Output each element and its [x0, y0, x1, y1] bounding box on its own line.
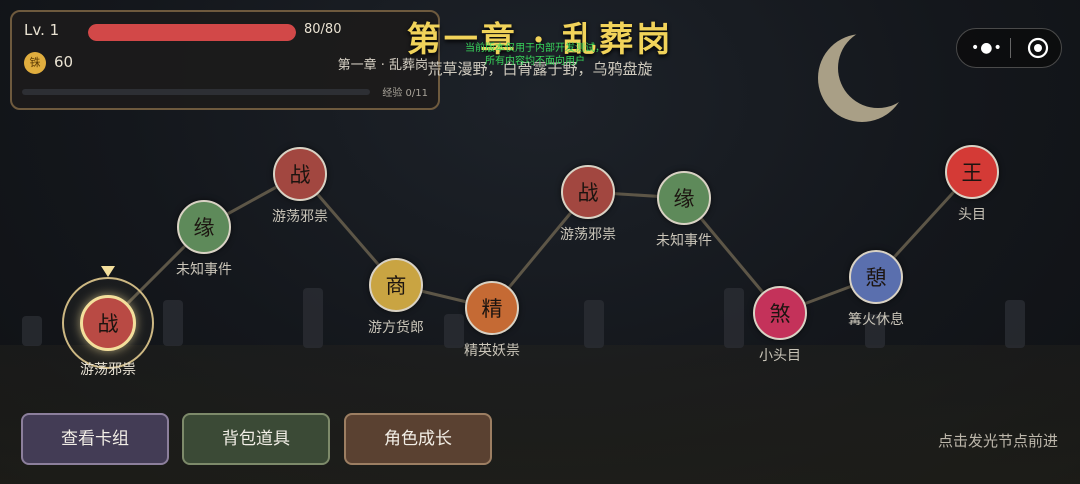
map-node-label: 未知事件	[656, 233, 712, 249]
map-node[interactable]: 战	[80, 295, 136, 351]
view-deck-button[interactable]: 查看卡组	[21, 413, 169, 465]
map-node[interactable]: 商	[369, 258, 423, 312]
map-node[interactable]: 战	[273, 147, 327, 201]
bg-pillar	[724, 288, 744, 348]
more-dots-icon[interactable]: •●•	[971, 40, 1003, 56]
player-status-panel: Lv. 1 80/80 铢 60 第一章 · 乱葬岗 经验 0/11	[10, 10, 440, 110]
current-position-marker	[101, 266, 115, 277]
bg-pillar	[865, 314, 885, 348]
dev-notice-line: 当前版本仅用于内部开发测试，	[465, 43, 605, 54]
bg-pillar	[163, 300, 183, 346]
target-circle-icon[interactable]	[1027, 37, 1049, 59]
hint-text: 点击发光节点前进	[937, 432, 1058, 450]
bg-pillar	[1005, 300, 1025, 348]
capsule-divider	[1010, 38, 1011, 58]
map-node[interactable]: 憩	[849, 250, 903, 304]
map-node[interactable]: 缘	[177, 200, 231, 254]
moon-icon	[818, 34, 906, 122]
map-node-label: 头目	[958, 207, 986, 223]
map-node-label: 篝火休息	[848, 312, 904, 328]
map-node-label: 精英妖祟	[464, 343, 520, 359]
character-growth-button[interactable]: 角色成长	[344, 413, 492, 465]
bg-pillar	[444, 314, 464, 348]
map-node-label: 游荡邪祟	[80, 362, 136, 378]
coin-icon: 铢	[24, 52, 46, 74]
hp-bar-fill	[88, 24, 296, 41]
inventory-button[interactable]: 背包道具	[182, 413, 330, 465]
chapter-title: 第一章 · 乱葬岗	[406, 20, 674, 60]
bg-pillar	[22, 316, 42, 346]
map-node[interactable]: 精	[465, 281, 519, 335]
coin-count: 60	[54, 53, 74, 71]
bg-pillar	[303, 288, 323, 348]
map-node-label: 游荡邪祟	[272, 209, 328, 225]
map-node-label: 未知事件	[176, 262, 232, 278]
map-node[interactable]: 王	[945, 145, 999, 199]
map-node-label: 游荡邪祟	[560, 227, 616, 243]
map-node[interactable]: 战	[561, 165, 615, 219]
bg-pillar	[584, 300, 604, 348]
ground-fog	[0, 345, 1080, 484]
map-node-label: 游方货郎	[368, 320, 424, 336]
dev-notice: 当前版本仅用于内部开发测试， 所有内容均不面向用户	[430, 42, 640, 68]
chapter-subtitle: 荒草漫野，白骨露于野，乌鸦盘旋	[427, 60, 653, 78]
miniapp-capsule: •●•	[956, 28, 1062, 68]
xp-value: 经验 0/11	[382, 88, 428, 99]
dev-notice-line: 所有内容均不面向用户	[485, 56, 585, 67]
hp-bar	[88, 24, 296, 41]
xp-bar	[22, 89, 370, 95]
map-node[interactable]: 缘	[657, 171, 711, 225]
hp-value: 80/80	[304, 22, 342, 37]
map-node-label: 小头目	[759, 348, 801, 364]
chapter-label: 第一章 · 乱葬岗	[337, 58, 428, 73]
player-level: Lv. 1	[24, 21, 60, 39]
map-node[interactable]: 煞	[753, 286, 807, 340]
